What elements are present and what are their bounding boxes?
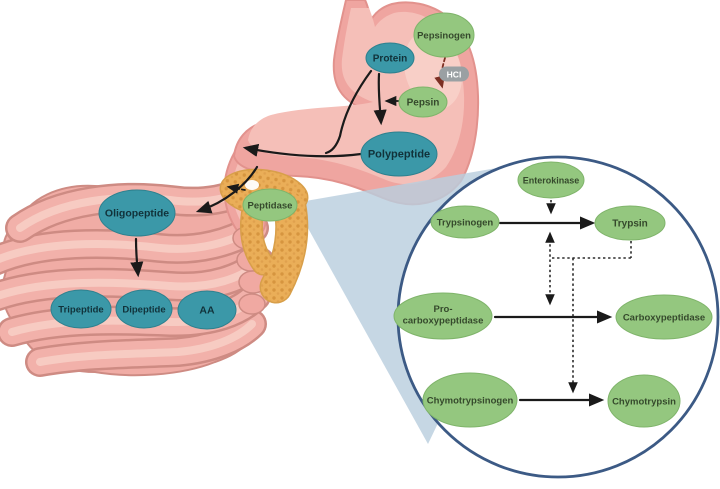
tripeptide-ellipse (50, 289, 112, 329)
node-polypeptide: Polypeptide (360, 131, 438, 177)
enterokinase-ellipse (517, 161, 585, 199)
chymotrypsin-label: Chymotrypsin (612, 397, 676, 408)
dipeptide-ellipse (115, 289, 173, 329)
protein-to-polypeptide-arrow (373, 72, 387, 126)
node-oligopeptide: Oligopeptide (98, 189, 176, 237)
polypeptide-label: Polypeptide (368, 149, 430, 161)
trypsin-label: Trypsin (612, 219, 648, 230)
node-pro-carboxypeptidase: Pro- carboxypeptidase (393, 292, 493, 340)
node-aa: AA (177, 290, 237, 330)
polypeptide-ellipse (360, 131, 438, 177)
carboxypeptidase-ellipse (615, 294, 713, 340)
protein-label: Protein (373, 54, 407, 65)
node-enterokinase: Enterokinase (517, 161, 585, 199)
node-chymotrypsin: Chymotrypsin (607, 374, 681, 428)
node-tripeptide: Tripeptide (50, 289, 112, 329)
node-trypsin: Trypsin (594, 205, 666, 241)
chymotrypsinogen-ellipse (422, 372, 518, 428)
node-carboxypeptidase: Carboxypeptidase (615, 294, 713, 340)
nodes: Protein Pepsinogen HCl Pepsin Polypeptid… (50, 12, 713, 428)
pepsin-ellipse (398, 86, 448, 118)
node-hcl: HCl (439, 66, 469, 82)
pepsin-label: Pepsin (407, 98, 440, 109)
pro-carboxypeptidase-label-line2: carboxypeptidase (403, 316, 484, 327)
node-pepsinogen: Pepsinogen (413, 12, 475, 58)
stomach-food-path (324, 69, 373, 155)
pancreas-highlight (245, 180, 259, 190)
node-dipeptide: Dipeptide (115, 289, 173, 329)
node-pepsin: Pepsin (398, 86, 448, 118)
node-trypsinogen: Trypsinogen (430, 205, 500, 239)
pro-carboxypeptidase-ellipse (393, 292, 493, 340)
node-protein: Protein (365, 42, 415, 74)
peptidase-ellipse (242, 188, 298, 222)
oligopeptide-down-arrow (130, 237, 144, 278)
protein-ellipse (365, 42, 415, 74)
trypsinogen-label: Trypsinogen (437, 218, 494, 229)
hcl-label: HCl (447, 70, 462, 80)
pro-carboxypeptidase-label-line1: Pro- (434, 304, 453, 315)
node-peptidase: Peptidase (242, 188, 298, 222)
node-chymotrypsinogen: Chymotrypsinogen (422, 372, 518, 428)
carboxypeptidase-label: Carboxypeptidase (623, 313, 705, 324)
aa-ellipse (177, 290, 237, 330)
pepsinogen-ellipse (413, 12, 475, 58)
hcl-pill (439, 66, 469, 82)
trypsinogen-ellipse (430, 205, 500, 239)
enterokinase-label: Enterokinase (523, 175, 580, 185)
oligopeptide-ellipse (98, 189, 176, 237)
dipeptide-label: Dipeptide (122, 304, 165, 315)
pepsinogen-label: Pepsinogen (417, 31, 471, 42)
polypeptide-to-duodenum-arrow (242, 143, 363, 158)
duodenum-ring (238, 293, 266, 315)
chymotrypsin-ellipse (607, 374, 681, 428)
peptidase-label: Peptidase (248, 200, 293, 211)
oligopeptide-label: Oligopeptide (105, 208, 169, 220)
aa-label: AA (199, 305, 215, 317)
trypsin-ellipse (594, 205, 666, 241)
peptidase-action-dashed-arrow (226, 183, 246, 194)
tripeptide-label: Tripeptide (58, 304, 103, 315)
digestion-arrows (130, 57, 446, 278)
chymotrypsinogen-label: Chymotrypsinogen (427, 396, 514, 407)
